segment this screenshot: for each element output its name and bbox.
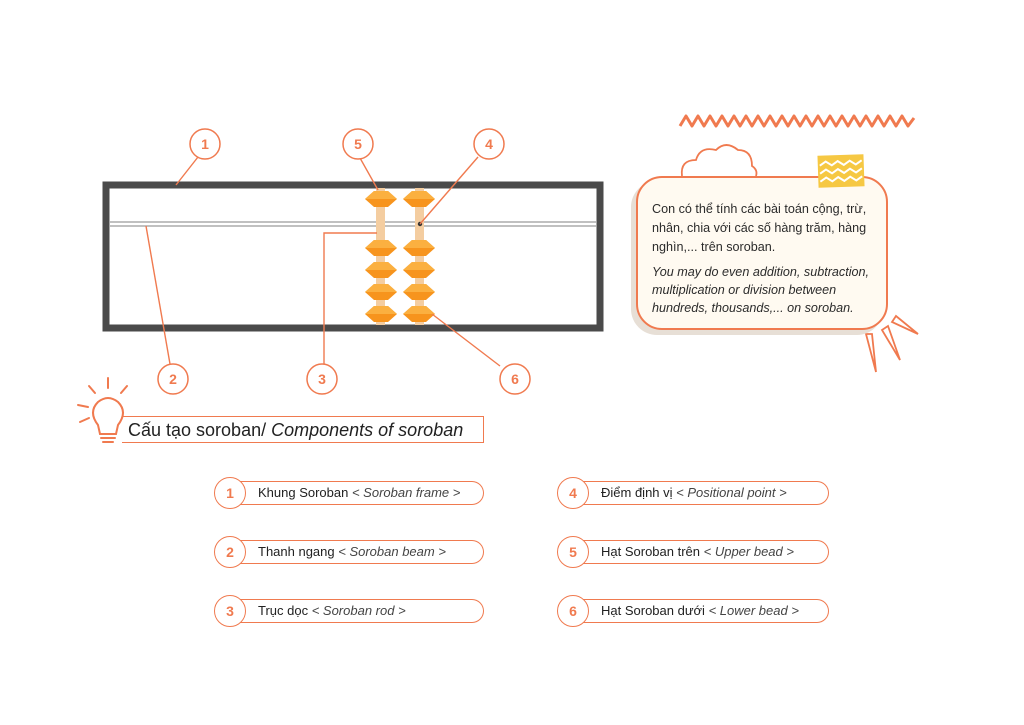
callout-text-vi: Con có thể tính các bài toán cộng, trừ, … — [652, 202, 867, 254]
svg-text:1: 1 — [201, 136, 209, 152]
marker-3: 3 — [306, 363, 338, 395]
marker-2: 2 — [157, 363, 189, 395]
svg-text:3: 3 — [318, 371, 326, 387]
component-label: Điểm định vị < Positional point > — [575, 481, 829, 505]
component-number: 6 — [557, 595, 589, 627]
leader-line-4 — [419, 156, 479, 225]
tape-decoration — [817, 154, 865, 188]
section-title-vi: Cấu tạo soroban/ — [128, 420, 272, 440]
section-title-en: Components of soroban — [271, 420, 464, 440]
marker-1: 1 — [189, 128, 221, 160]
component-label: Trục dọc < Soroban rod > — [232, 599, 484, 623]
svg-text:4: 4 — [485, 136, 493, 152]
component-number: 2 — [214, 536, 246, 568]
component-item-lower-bead: 6 Hạt Soroban dưới < Lower bead > — [557, 595, 829, 627]
svg-text:5: 5 — [354, 136, 362, 152]
component-number: 5 — [557, 536, 589, 568]
component-item-rod: 3 Trục dọc < Soroban rod > — [214, 595, 484, 627]
component-number: 1 — [214, 477, 246, 509]
component-item-upper-bead: 5 Hạt Soroban trên < Upper bead > — [557, 536, 829, 568]
svg-text:6: 6 — [511, 371, 519, 387]
leader-line-1 — [175, 156, 199, 186]
soroban-frame — [102, 181, 604, 332]
marker-6: 6 — [499, 363, 531, 395]
section-title: Cấu tạo soroban/ Components of soroban — [122, 416, 484, 443]
component-number: 3 — [214, 595, 246, 627]
lightbulb-icon — [77, 377, 128, 443]
leader-line-6 — [431, 313, 501, 367]
callout-text-en: You may do even addition, subtraction, m… — [652, 265, 870, 315]
component-item-positional-point: 4 Điểm định vị < Positional point > — [557, 477, 829, 509]
tape-pattern — [819, 159, 863, 183]
component-label: Hạt Soroban dưới < Lower bead > — [575, 599, 829, 623]
soroban-rod — [415, 188, 424, 325]
zigzag-decoration — [678, 114, 916, 128]
component-number: 4 — [557, 477, 589, 509]
component-item-frame: 1 Khung Soroban < Soroban frame > — [214, 477, 484, 509]
soroban-rod — [376, 188, 385, 325]
leader-line-2 — [145, 225, 171, 365]
component-label: Thanh ngang < Soroban beam > — [232, 540, 484, 564]
component-item-beam: 2 Thanh ngang < Soroban beam > — [214, 536, 484, 568]
leader-line-3 — [323, 232, 377, 364]
svg-text:2: 2 — [169, 371, 177, 387]
component-label: Khung Soroban < Soroban frame > — [232, 481, 484, 505]
component-label: Hạt Soroban trên < Upper bead > — [575, 540, 829, 564]
soroban-beam — [110, 221, 596, 227]
leader-line-5 — [359, 157, 379, 191]
burst-decoration — [864, 314, 919, 373]
marker-5: 5 — [342, 128, 374, 160]
info-callout: Con có thể tính các bài toán cộng, trừ, … — [636, 176, 888, 330]
marker-4: 4 — [473, 128, 505, 160]
cloud-decoration — [680, 144, 758, 177]
